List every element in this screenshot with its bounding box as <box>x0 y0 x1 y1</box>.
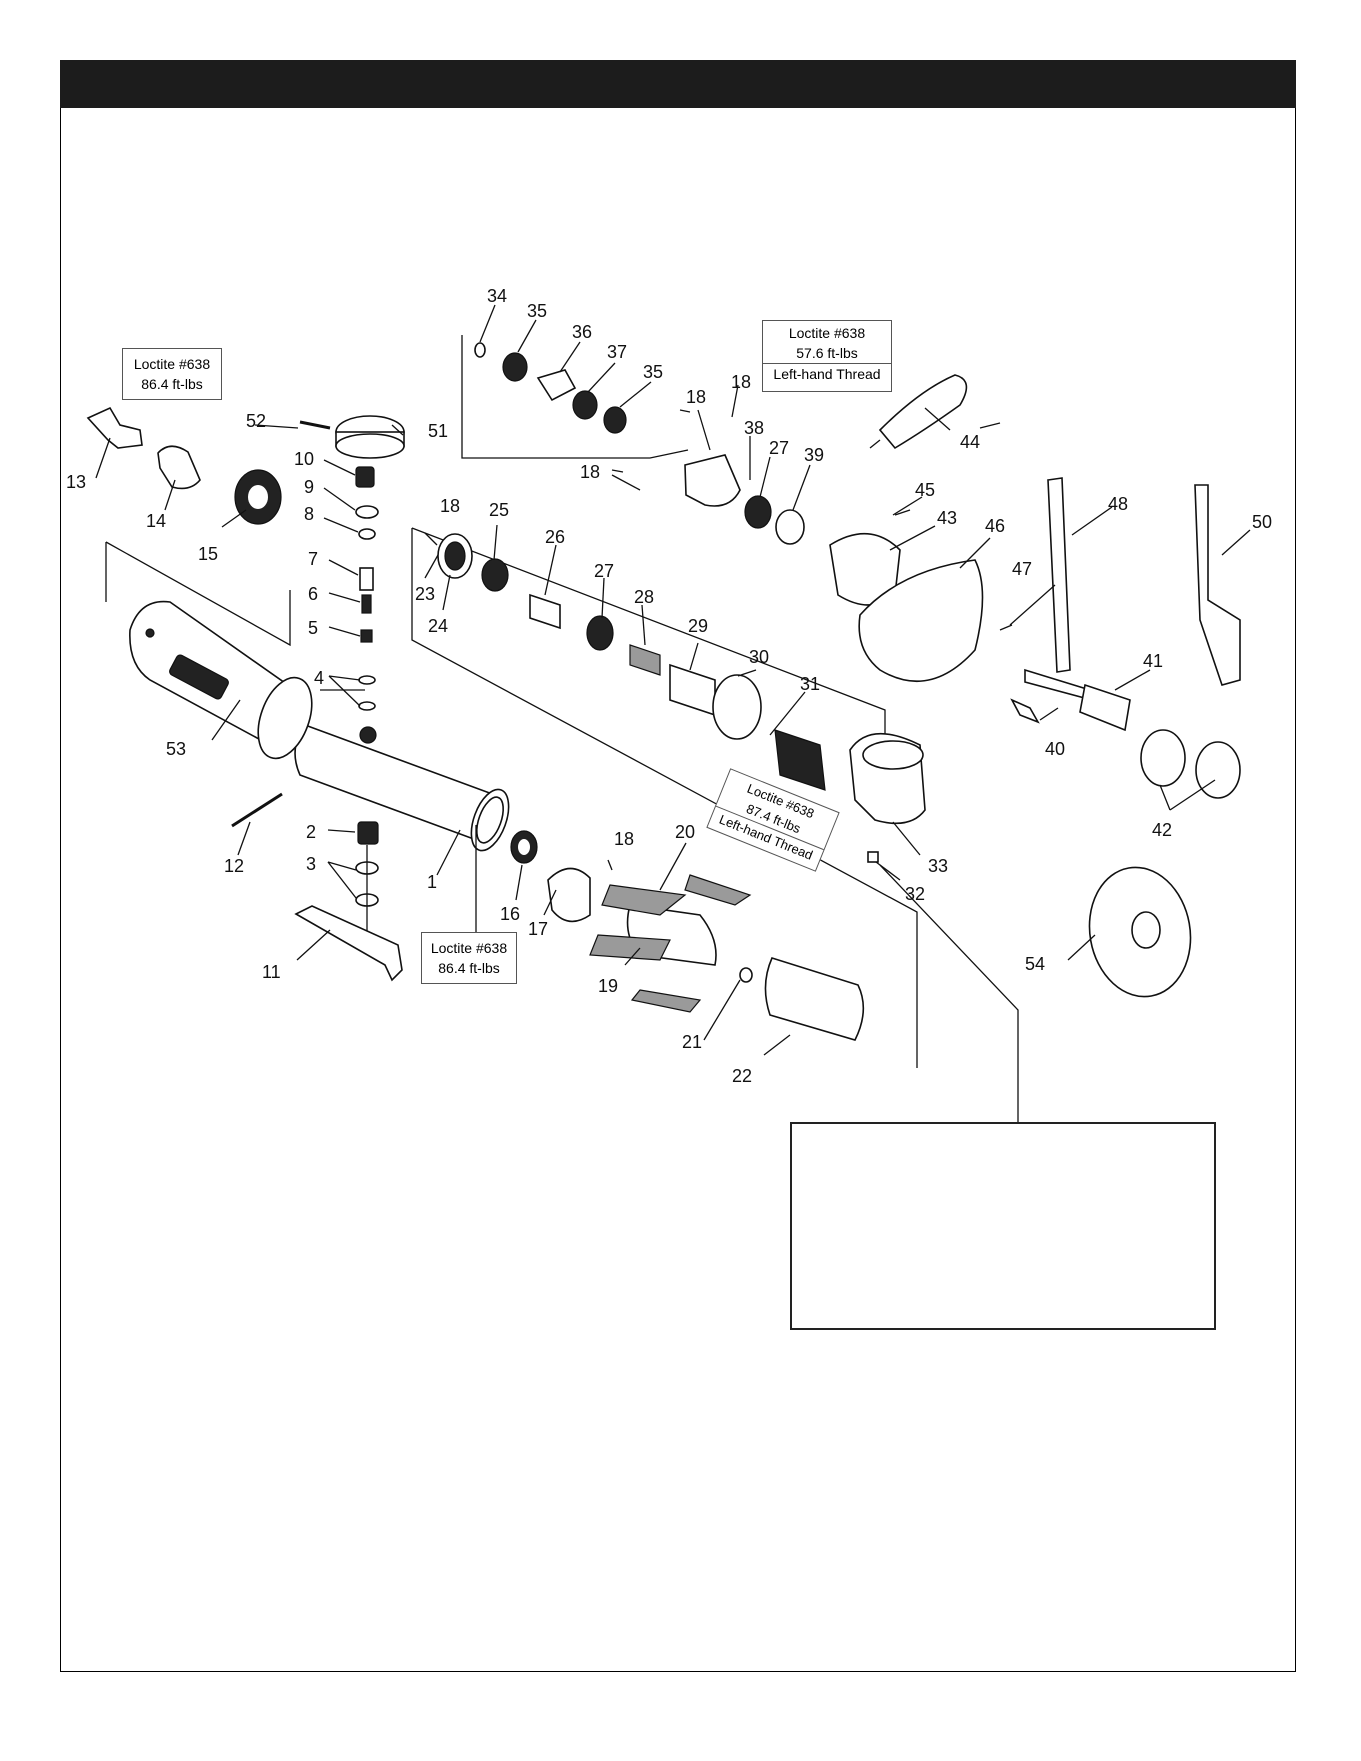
part-label-13: 13 <box>66 472 86 492</box>
part-label-51: 51 <box>428 421 448 441</box>
header-bar <box>60 60 1296 108</box>
part-label-34: 34 <box>487 286 507 306</box>
part-label-38: 38 <box>744 418 764 438</box>
part-label-46: 46 <box>985 516 1005 536</box>
note-box <box>790 1122 1216 1330</box>
part-label-30: 30 <box>749 647 769 667</box>
part-label-52: 52 <box>246 411 266 431</box>
part-label-5: 5 <box>308 618 318 638</box>
torque-callout-housing: Loctite #638 86.4 ft-lbs <box>421 932 517 984</box>
part-label-42: 42 <box>1152 820 1172 840</box>
part-label-40: 40 <box>1045 739 1065 759</box>
callout-sealant: Loctite #638 <box>430 940 508 956</box>
housing-part <box>294 724 510 852</box>
part-label-39: 39 <box>804 445 824 465</box>
part-label-9: 9 <box>304 477 314 497</box>
cutting-wheel-part <box>1088 866 1192 998</box>
wheel-guard-parts <box>829 532 984 683</box>
callout-torque: 57.6 ft-lbs <box>796 345 858 361</box>
part-label-21: 21 <box>682 1032 702 1052</box>
part-label-8: 8 <box>304 504 314 524</box>
part-label-12: 12 <box>224 856 244 876</box>
part-label-37: 37 <box>607 342 627 362</box>
callout-sealant: Loctite #638 <box>788 325 866 341</box>
part-label-7: 7 <box>308 549 318 569</box>
bearing-group-parts <box>437 533 826 791</box>
assembly-group-lines <box>105 335 1019 1122</box>
part-label-23: 23 <box>415 584 435 604</box>
part-label-10: 10 <box>294 449 314 469</box>
part-label-22: 22 <box>732 1066 752 1086</box>
part-label-28: 28 <box>634 587 654 607</box>
part-label-19: 19 <box>598 976 618 996</box>
torque-callout-inlet: Loctite #638 86.4 ft-lbs <box>122 348 222 400</box>
part-label-35a: 35 <box>527 301 547 321</box>
part-label-16: 16 <box>500 904 520 924</box>
part-number-labels: 1 2 3 4 5 6 7 8 9 10 11 12 13 14 15 16 1… <box>66 286 1272 1086</box>
part-label-29: 29 <box>688 616 708 636</box>
air-inlet-parts <box>86 406 282 525</box>
part-label-11: 11 <box>262 962 281 982</box>
callout-sealant: Loctite #638 <box>133 356 211 372</box>
part-label-32: 32 <box>905 884 925 904</box>
part-label-25: 25 <box>489 500 509 520</box>
part-label-26: 26 <box>545 527 565 547</box>
part-label-45: 45 <box>915 480 935 500</box>
part-label-1: 1 <box>427 872 437 892</box>
part-label-2: 2 <box>306 822 316 842</box>
flange-parts <box>1140 729 1241 799</box>
part-label-43: 43 <box>937 508 957 528</box>
part-label-27b: 27 <box>769 438 789 458</box>
throttle-lever-part <box>231 792 403 982</box>
spindle-part <box>1010 668 1131 732</box>
wrench-parts <box>1047 477 1241 686</box>
part-label-3: 3 <box>306 854 316 874</box>
part-label-41: 41 <box>1143 651 1163 671</box>
part-label-18d: 18 <box>580 462 600 482</box>
part-label-20: 20 <box>675 822 695 842</box>
part-label-18b: 18 <box>686 387 706 407</box>
leader-lines <box>95 304 1251 1056</box>
spindle-bearing-parts <box>474 342 805 545</box>
part-label-53: 53 <box>166 739 186 759</box>
torque-callout-spindle: Loctite #638 57.6 ft-lbs Left-hand Threa… <box>762 320 892 392</box>
grip-handle-part <box>129 600 313 760</box>
part-label-6: 6 <box>308 584 318 604</box>
angle-head-part <box>849 732 926 863</box>
regulator-stack <box>355 466 379 940</box>
part-label-17: 17 <box>528 919 548 939</box>
part-label-31: 31 <box>800 674 820 694</box>
part-label-54: 54 <box>1025 954 1045 974</box>
screw-parts <box>611 409 1013 631</box>
part-label-35b: 35 <box>643 362 663 382</box>
speed-control-wheel <box>299 415 405 459</box>
part-label-27a: 27 <box>594 561 614 581</box>
part-label-36: 36 <box>572 322 592 342</box>
part-label-33: 33 <box>928 856 948 876</box>
part-label-47: 47 <box>1012 559 1032 579</box>
part-label-48: 48 <box>1108 494 1128 514</box>
callout-thread-note: Left-hand Thread <box>763 363 891 384</box>
part-label-15: 15 <box>198 544 218 564</box>
motor-parts <box>510 830 865 1041</box>
part-label-50: 50 <box>1252 512 1272 532</box>
side-handle-part <box>869 374 968 450</box>
callout-torque: 86.4 ft-lbs <box>438 960 500 976</box>
part-label-24: 24 <box>428 616 448 636</box>
part-label-4: 4 <box>314 668 324 688</box>
callout-torque: 86.4 ft-lbs <box>141 376 203 392</box>
part-label-18c: 18 <box>731 372 751 392</box>
part-label-14: 14 <box>146 511 166 531</box>
part-label-18a: 18 <box>614 829 634 849</box>
part-label-18e: 18 <box>440 496 460 516</box>
part-label-44: 44 <box>960 432 980 452</box>
